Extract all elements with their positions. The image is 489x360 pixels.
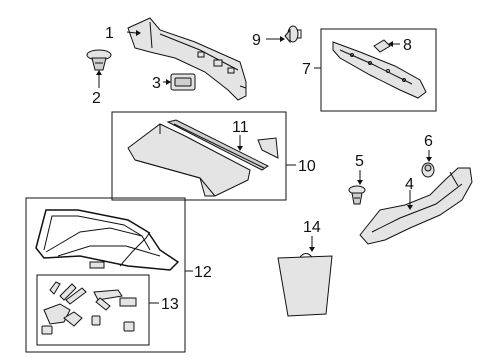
callout-1: 1 (105, 25, 114, 42)
callout-14: 14 (303, 219, 321, 236)
callout-7: 7 (302, 61, 311, 78)
callout-13: 13 (161, 296, 179, 313)
part-13-hardware-kit (41, 281, 137, 335)
part-7-trim-strip (332, 41, 427, 99)
part-14-pouch (277, 253, 333, 317)
group-box-12 (25, 197, 186, 353)
callout-8: 8 (403, 37, 412, 54)
callout-6: 6 (424, 133, 433, 150)
part-8-clip (373, 39, 391, 53)
callout-12: 12 (194, 264, 212, 281)
part-5-push-pin (348, 185, 366, 205)
part-6-grommet (421, 162, 435, 178)
group-box-7-8 (320, 28, 437, 112)
part-12-wind-deflector (35, 209, 180, 271)
part-9-clip (284, 25, 302, 44)
callout-11: 11 (232, 119, 249, 136)
part-11-seal-strip (166, 119, 279, 171)
callout-2: 2 (92, 90, 101, 107)
part-3-pad (170, 73, 196, 91)
part-2-push-pin (86, 49, 112, 71)
part-4-side-trim (359, 167, 473, 245)
callout-10: 10 (298, 158, 316, 175)
callout-5: 5 (355, 153, 364, 170)
callout-9: 9 (252, 32, 261, 49)
callout-4: 4 (405, 176, 414, 193)
group-box-13 (36, 274, 150, 346)
part-1-rear-panel (127, 17, 247, 101)
callout-3: 3 (152, 75, 161, 92)
part-10-tonneau-bin (127, 123, 251, 197)
